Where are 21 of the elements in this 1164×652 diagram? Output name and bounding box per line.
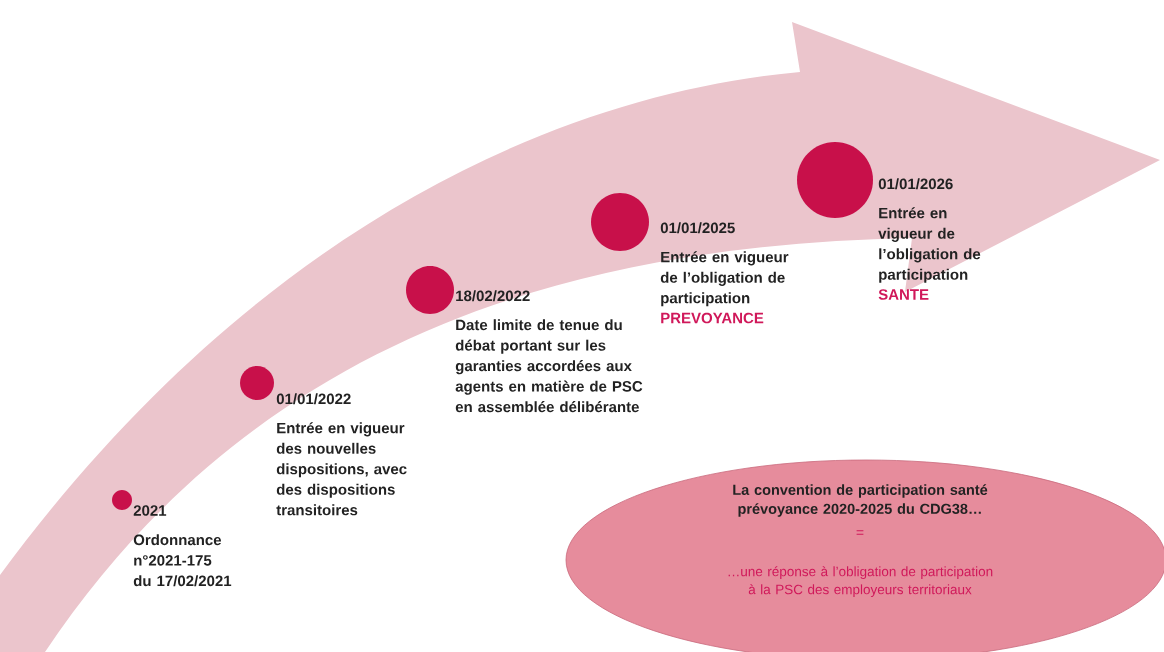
- equals-sign: =: [856, 530, 864, 535]
- callout-text: La convention de participation santé prévoyance 2020-2025 du CDG38…: [733, 484, 988, 517]
- callout-ellipse: [565, 459, 1164, 652]
- date-label: 01/01/2022: [276, 393, 351, 405]
- emphasis-label: SANTE: [878, 289, 929, 300]
- date-label: 01/01/2025: [660, 222, 735, 234]
- date-label: 2021: [133, 505, 167, 516]
- callout-text: …une réponse à l’obligation de participation à la PSC des employeurs territoriaux: [728, 566, 993, 597]
- timeline-dot: [112, 490, 132, 510]
- description-text: Entrée en vigueur de l’obligation de participation: [660, 251, 789, 307]
- date-label: 18/02/2022: [456, 290, 530, 302]
- description-text: Entrée en vigueur des nouvelles dispositions, avec des dispositions transitoires: [276, 422, 407, 516]
- timeline-dot: [591, 193, 649, 251]
- description-text: Date limite de tenue du débat portant sur les garanties accordées aux agents en matière de PSC en assemblée délibérante: [455, 319, 643, 413]
- date-label: 01/01/2026: [878, 178, 953, 190]
- description-text: Ordonnance n°2021-175 du 17/02/2021: [133, 534, 232, 587]
- timeline-dot: [797, 142, 873, 218]
- description-text: Entrée en vigueur de l’obligation de participation: [878, 207, 981, 283]
- emphasis-label: PREVOYANCE: [661, 312, 764, 324]
- timeline-dot: [240, 366, 274, 400]
- timeline-dot: [406, 266, 454, 314]
